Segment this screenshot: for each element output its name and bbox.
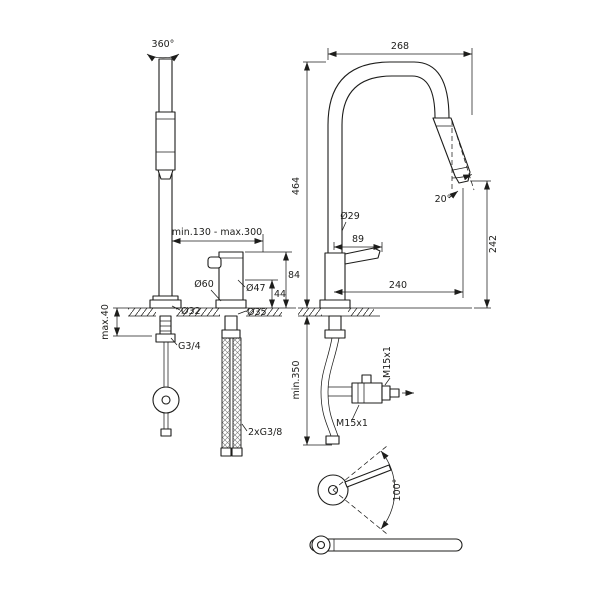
valve-cap: [381, 385, 391, 401]
mixer-body-side: [324, 252, 346, 301]
dim-label-shank-thread: G3/4: [178, 341, 201, 352]
dim-label-body-height: 84: [288, 270, 300, 281]
front-view-dimensions: 360° min.130 - max.300 Ø60 Ø47 44 84 Ø32…: [100, 39, 300, 438]
dim-label-swing-angle: 100°: [392, 479, 403, 502]
leader-line: [341, 221, 347, 232]
dim-label-spout-hole: Ø32: [181, 306, 201, 317]
dim-label-spray-angle: 20°: [435, 194, 452, 205]
dim-label-body-dia: Ø47: [246, 283, 266, 294]
locknut: [155, 333, 176, 343]
dim-label-max-deck: max.40: [100, 304, 111, 340]
lever-bar-side: [309, 538, 463, 552]
side-view: [298, 61, 472, 445]
spout-base-ring: [152, 295, 179, 301]
dim-label-overall-width: 268: [391, 41, 409, 52]
swing-arc: [380, 450, 396, 530]
lever-position-up: [332, 445, 388, 491]
dim-label-handle-length: 89: [352, 234, 364, 245]
supply-hose: [221, 337, 231, 449]
spout-inner-contour: [341, 75, 436, 254]
dim-label-min-clearance: min.350: [291, 360, 302, 399]
front-view: [113, 53, 282, 457]
spout-column: [158, 58, 173, 309]
swivel-arrow-arc: [146, 53, 180, 62]
valve-nipple: [361, 374, 372, 384]
leader-line: [448, 190, 459, 199]
pullout-spray-head-front: [155, 111, 176, 171]
deck-hatch: [348, 308, 374, 316]
deck-hatch: [128, 308, 156, 316]
dim-label-spray-outlet-height: 242: [488, 235, 499, 253]
leader-line: [384, 377, 391, 386]
supply-hose: [232, 337, 242, 449]
deck-hatch: [298, 308, 322, 316]
dim-label-valve-thread-side: M15x1: [336, 418, 368, 429]
lever-front: [207, 256, 222, 269]
valve-outlet: [389, 388, 400, 398]
spout-outer-contour: [327, 61, 450, 254]
angle-arc-20: [451, 174, 472, 181]
dim-label-reach-range: min.130 - max.300: [172, 227, 262, 238]
hose-weight-center: [161, 395, 171, 405]
dim-label-swivel: 360°: [152, 39, 175, 50]
lever-joint-center: [316, 540, 326, 550]
spray-nozzle-line: [452, 166, 469, 171]
side-view-dimensions: 268 464 242 Ø29 89 240 20° min.350 M15x1…: [291, 41, 499, 446]
body-escutcheon-side: [319, 299, 351, 309]
handle-swing-detail: 100°: [309, 445, 463, 555]
leader-line: [237, 310, 247, 315]
leader-line: [237, 279, 246, 288]
supply-hose-side: [320, 337, 333, 437]
body-shank: [224, 315, 238, 331]
spray-nozzle: [157, 169, 174, 180]
dim-label-escutcheon-dia: Ø60: [194, 279, 214, 290]
spray-axis-line: [451, 119, 475, 191]
dim-label-body-hole: Ø35: [247, 307, 267, 318]
spout-escutcheon: [149, 299, 182, 309]
hose-end-fitting: [160, 428, 172, 437]
mixer-body-front: [218, 251, 244, 301]
hose-fitting-side: [325, 435, 340, 445]
dim-label-tube-dia: Ø29: [340, 211, 360, 222]
pullout-spray-head-side: [432, 117, 471, 184]
dim-label-valve-thread-top: M15x1: [382, 346, 393, 378]
dim-label-supply-hoses: 2xG3/8: [248, 427, 282, 438]
check-valve-body: [351, 382, 383, 404]
leader-line: [171, 305, 181, 311]
body-escutcheon: [215, 299, 247, 309]
dim-label-spout-reach: 240: [389, 280, 407, 291]
supply-hose-side: [327, 337, 340, 437]
leader-line: [351, 404, 360, 421]
lever-position-down: [332, 489, 388, 535]
dim-label-outlet-height: 44: [274, 289, 286, 300]
deck-hatch: [176, 308, 220, 316]
locknut-side: [324, 329, 346, 339]
hose-fitting: [220, 447, 232, 457]
deck-hatch: [246, 308, 282, 316]
lever-side: [344, 247, 381, 265]
dim-label-overall-height: 464: [291, 177, 302, 195]
leader-line: [241, 423, 248, 432]
leader-line: [170, 337, 178, 346]
hose-fitting: [231, 447, 243, 457]
lever-top-view: [344, 464, 392, 488]
body-locknut: [221, 329, 241, 339]
leader-line: [210, 289, 222, 302]
